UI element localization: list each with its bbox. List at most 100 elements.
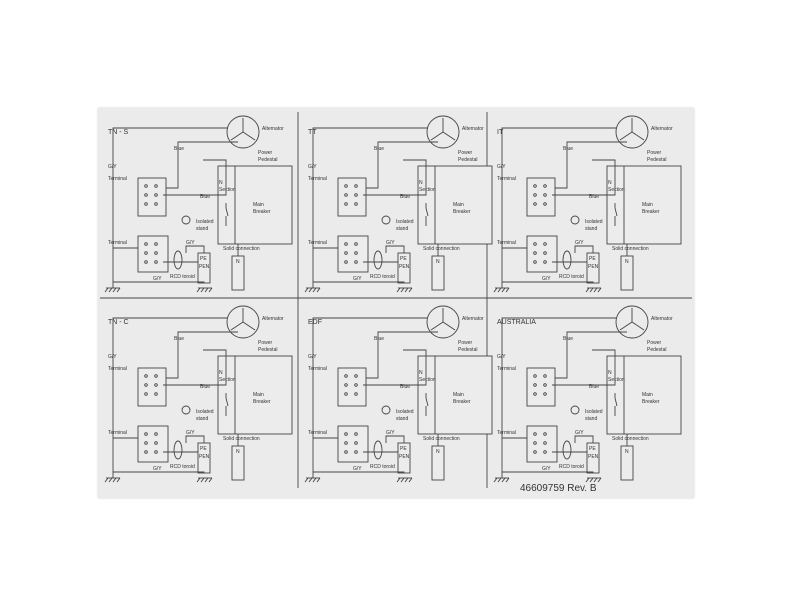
- terminal-screw: [154, 260, 158, 264]
- wire: [163, 166, 227, 196]
- isolated-stand-label: Isolated: [196, 409, 214, 415]
- rcd-toroid-icon: [173, 250, 183, 270]
- terminal-block: [526, 425, 558, 463]
- main-breaker-label: Breaker: [642, 399, 660, 405]
- terminal-label: Terminal: [308, 430, 327, 436]
- wire: [112, 287, 117, 293]
- wire: [185, 435, 205, 443]
- power-pedestal-box: [417, 165, 493, 245]
- pen-label: PEN: [399, 454, 410, 460]
- terminal-screw: [144, 450, 148, 454]
- wire: [589, 287, 594, 293]
- power-pedestal-box: [606, 355, 682, 435]
- ground-icon: [585, 287, 602, 293]
- terminal-block: [337, 235, 369, 273]
- wire: [408, 287, 413, 293]
- wire: [593, 287, 598, 293]
- wire: [196, 287, 201, 293]
- terminal-screw: [543, 374, 547, 378]
- gy-label: G/Y: [497, 164, 506, 170]
- n-bar-label: N: [236, 259, 240, 265]
- wire: [363, 331, 438, 379]
- terminal-screw: [354, 193, 358, 197]
- main-breaker-label: Breaker: [642, 209, 660, 215]
- rcd-toroid-label: RCD toroid: [370, 464, 395, 470]
- isolated-stand-label: stand: [396, 226, 408, 232]
- wire: [404, 477, 409, 483]
- terminal-screw: [543, 383, 547, 387]
- terminal-screw: [354, 251, 358, 255]
- terminal-screw: [354, 202, 358, 206]
- wire: [313, 471, 405, 473]
- wire: [631, 131, 645, 141]
- terminal-block: [337, 367, 367, 407]
- isolated-stand-icon: [381, 215, 391, 225]
- power-label: Power: [258, 150, 273, 156]
- terminal-screw: [533, 251, 537, 255]
- terminal-label: Terminal: [308, 240, 327, 246]
- terminal-screw: [533, 260, 537, 264]
- solid-connection-label: Solid connection: [223, 246, 260, 252]
- terminal-screw: [154, 383, 158, 387]
- n-section-label: N: [419, 370, 423, 376]
- terminal-screw: [354, 260, 358, 264]
- wire: [304, 477, 309, 483]
- blue-label: Blue: [374, 336, 384, 342]
- pedestal-label: Pedestal: [458, 347, 477, 353]
- wire: [574, 435, 594, 443]
- gy-label: G/Y: [575, 240, 584, 246]
- wire: [104, 287, 109, 293]
- terminal-screw: [543, 441, 547, 445]
- wire: [242, 131, 256, 141]
- pe-label: PE: [200, 256, 207, 262]
- terminal-screw: [144, 184, 148, 188]
- alternator-icon: [226, 305, 260, 339]
- wire: [204, 287, 209, 293]
- terminal-screw: [533, 202, 537, 206]
- n-section-label: Section: [419, 377, 436, 383]
- terminal-screw: [354, 441, 358, 445]
- wire: [614, 207, 618, 217]
- terminal-screw: [344, 432, 348, 436]
- pen-label: PEN: [399, 264, 410, 270]
- main-breaker-label: Main: [253, 202, 264, 208]
- alternator-label: Alternator: [462, 126, 484, 132]
- ground-icon: [196, 287, 213, 293]
- rcd-toroid-label: RCD toroid: [170, 274, 195, 280]
- gy-label: G/Y: [108, 354, 117, 360]
- power-pedestal-box: [417, 355, 493, 435]
- wire: [108, 287, 113, 293]
- alternator-icon: [226, 115, 260, 149]
- wire: [493, 477, 498, 483]
- alternator-label: Alternator: [262, 316, 284, 322]
- isolated-stand-icon: [570, 215, 580, 225]
- wire: [308, 287, 313, 293]
- wire: [308, 477, 313, 483]
- gy-label: G/Y: [186, 240, 195, 246]
- ground-icon: [585, 477, 602, 483]
- terminal-block: [526, 235, 558, 273]
- blue-label: Blue: [400, 194, 410, 200]
- wire: [396, 287, 401, 293]
- wire: [116, 477, 121, 483]
- blue-label: Blue: [563, 336, 573, 342]
- ground-icon: [493, 477, 510, 483]
- isolated-stand-label: stand: [196, 226, 208, 232]
- terminal-screw: [354, 432, 358, 436]
- n-section-label: Section: [608, 187, 625, 193]
- wire: [574, 245, 594, 253]
- terminal-screw: [344, 383, 348, 387]
- wire: [497, 287, 502, 293]
- terminal-screw: [144, 202, 148, 206]
- alternator-circle: [426, 305, 460, 339]
- pedestal-label: Pedestal: [647, 157, 666, 163]
- alternator-icon: [426, 115, 460, 149]
- isolated-stand-label: stand: [585, 416, 597, 422]
- wire: [113, 281, 205, 283]
- terminal-screw: [144, 260, 148, 264]
- terminal-screw: [344, 392, 348, 396]
- solid-connection-label: Solid connection: [612, 436, 649, 442]
- terminal-block: [337, 425, 369, 463]
